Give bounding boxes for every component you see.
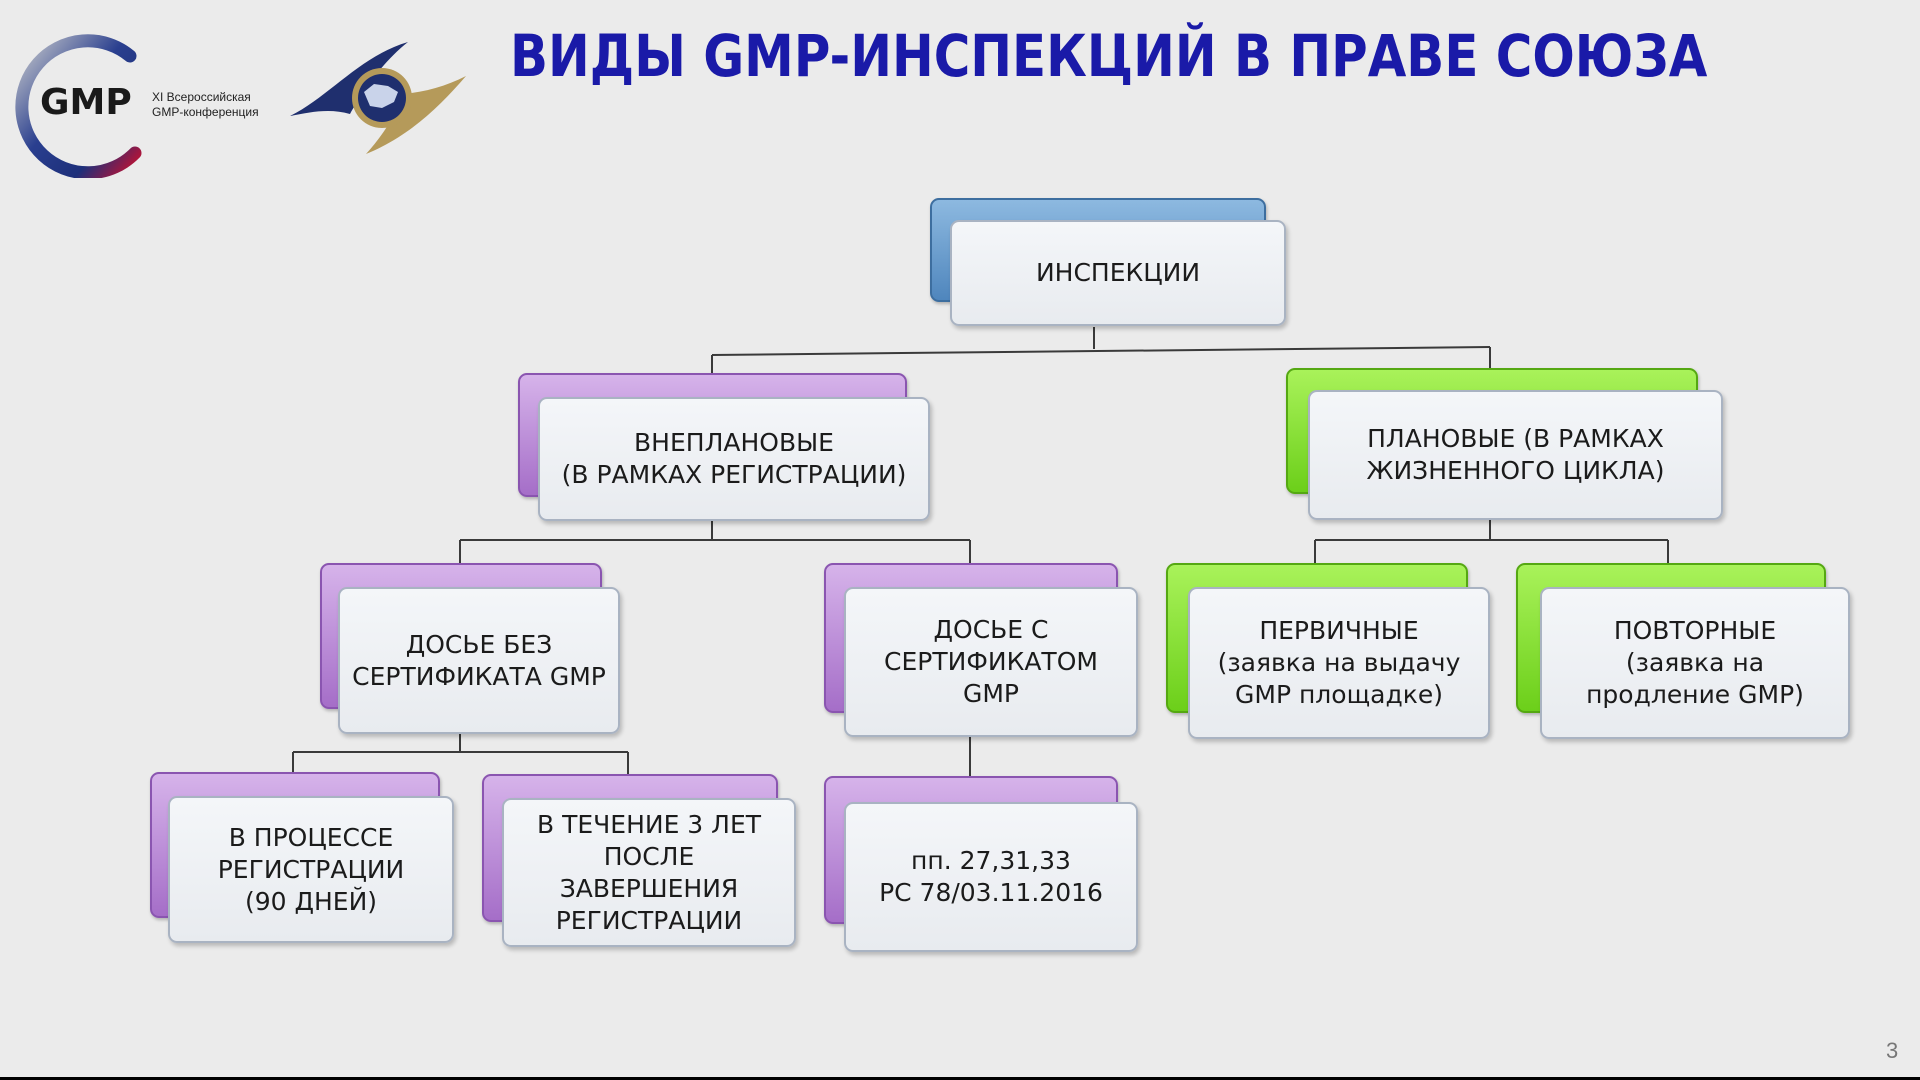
node-label-line: ДОСЬЕ БЕЗ — [405, 629, 553, 659]
node-label-line: ПОВТОРНЫЕ — [1613, 616, 1777, 645]
node-during-registration-text: В ПРОЦЕССЕ РЕГИСТРАЦИИ (90 ДНЕЙ) — [218, 822, 405, 918]
node-label-line: ПЕРВИЧНЫЕ — [1259, 616, 1419, 645]
node-label-line: (90 ДНЕЙ) — [244, 886, 378, 916]
node-planned-text: ПЛАНОВЫЕ (В РАМКАХ ЖИЗНЕННОГО ЦИКЛА) — [1367, 423, 1665, 487]
node-repeat-text: ПОВТОРНЫЕ (заявка на продление GMP) — [1586, 615, 1804, 711]
node-label-line: продление GMP) — [1586, 680, 1804, 709]
node-within-3-years-text: В ТЕЧЕНИЕ 3 ЛЕТ ПОСЛЕ ЗАВЕРШЕНИЯ РЕГИСТР… — [512, 809, 786, 937]
caption-line-2: GMP-конференция — [152, 105, 259, 119]
node-planned-box: ПЛАНОВЫЕ (В РАМКАХ ЖИЗНЕННОГО ЦИКЛА) — [1308, 390, 1723, 520]
node-dossier-no-cert-text: ДОСЬЕ БЕЗ СЕРТИФИКАТА GMP — [352, 629, 606, 693]
node-inspections-box: ИНСПЕКЦИИ — [950, 220, 1286, 326]
node-primary-text: ПЕРВИЧНЫЕ (заявка на выдачу GMP площадке… — [1218, 615, 1461, 711]
node-label-line: В ПРОЦЕССЕ — [228, 822, 394, 852]
node-during-registration-box: В ПРОЦЕССЕ РЕГИСТРАЦИИ (90 ДНЕЙ) — [168, 796, 454, 943]
node-label-line: ПЛАНОВЫЕ (В РАМКАХ — [1367, 424, 1664, 453]
node-dossier-no-cert-box: ДОСЬЕ БЕЗ СЕРТИФИКАТА GMP — [338, 587, 620, 734]
node-label-line: GMP — [962, 679, 1020, 708]
node-unplanned-text: ВНЕПЛАНОВЫЕ (В РАМКАХ РЕГИСТРАЦИИ) — [562, 427, 907, 491]
gmp-logo-text: GMP — [40, 82, 132, 123]
node-label-line: ВНЕПЛАНОВЫЕ — [634, 428, 834, 457]
page-number: 3 — [1886, 1038, 1899, 1063]
node-label-line: В ТЕЧЕНИЕ 3 ЛЕТ — [536, 809, 762, 839]
node-label-line: GMP площадке) — [1235, 680, 1443, 709]
node-label-line: РС 78/03.11.2016 — [879, 878, 1103, 907]
node-primary-box: ПЕРВИЧНЫЕ (заявка на выдачу GMP площадке… — [1188, 587, 1490, 739]
node-label-line: СЕРТИФИКАТОМ — [884, 647, 1098, 676]
node-label-line: ДОСЬЕ С — [933, 615, 1049, 644]
caption-line-1: XI Всероссийская — [152, 90, 251, 104]
node-label-line: пп. 27,31,33 — [911, 846, 1071, 875]
gmp-conference-logo: GMP — [15, 34, 142, 178]
connector-level1-bar — [711, 346, 1491, 356]
conference-caption: XI Всероссийская GMP-конференция — [152, 90, 259, 120]
node-dossier-with-cert-text: ДОСЬЕ С СЕРТИФИКАТОМ GMP — [884, 614, 1098, 710]
node-label-line: ИНСПЕКЦИИ — [1035, 258, 1201, 287]
node-label-line: (В РАМКАХ РЕГИСТРАЦИИ) — [561, 460, 907, 489]
node-dossier-with-cert-box: ДОСЬЕ С СЕРТИФИКАТОМ GMP — [844, 587, 1138, 737]
node-label-line: (заявка на — [1625, 648, 1765, 677]
node-inspections-text: ИНСПЕКЦИИ — [1036, 257, 1200, 289]
node-repeat-box: ПОВТОРНЫЕ (заявка на продление GMP) — [1540, 587, 1850, 739]
node-label-line: ЖИЗНЕННОГО ЦИКЛА) — [1366, 456, 1665, 485]
node-label-line: СЕРТИФИКАТА GMP — [352, 661, 606, 691]
node-reference-box: пп. 27,31,33 РС 78/03.11.2016 — [844, 802, 1138, 952]
node-unplanned-box: ВНЕПЛАНОВЫЕ (В РАМКАХ РЕГИСТРАЦИИ) — [538, 397, 930, 521]
node-reference-text: пп. 27,31,33 РС 78/03.11.2016 — [879, 845, 1103, 909]
eaeu-emblem-icon — [290, 42, 466, 154]
node-label-line: РЕГИСТРАЦИИ — [217, 854, 405, 884]
slide-title: ВИДЫ GMP-ИНСПЕКЦИЙ В ПРАВЕ СОЮЗА — [510, 22, 1708, 90]
node-label-line: РЕГИСТРАЦИИ — [555, 905, 743, 935]
node-within-3-years-box: В ТЕЧЕНИЕ 3 ЛЕТ ПОСЛЕ ЗАВЕРШЕНИЯ РЕГИСТР… — [502, 798, 796, 947]
node-label-line: ПОСЛЕ ЗАВЕРШЕНИЯ — [559, 841, 739, 903]
node-label-line: (заявка на выдачу — [1217, 648, 1461, 677]
